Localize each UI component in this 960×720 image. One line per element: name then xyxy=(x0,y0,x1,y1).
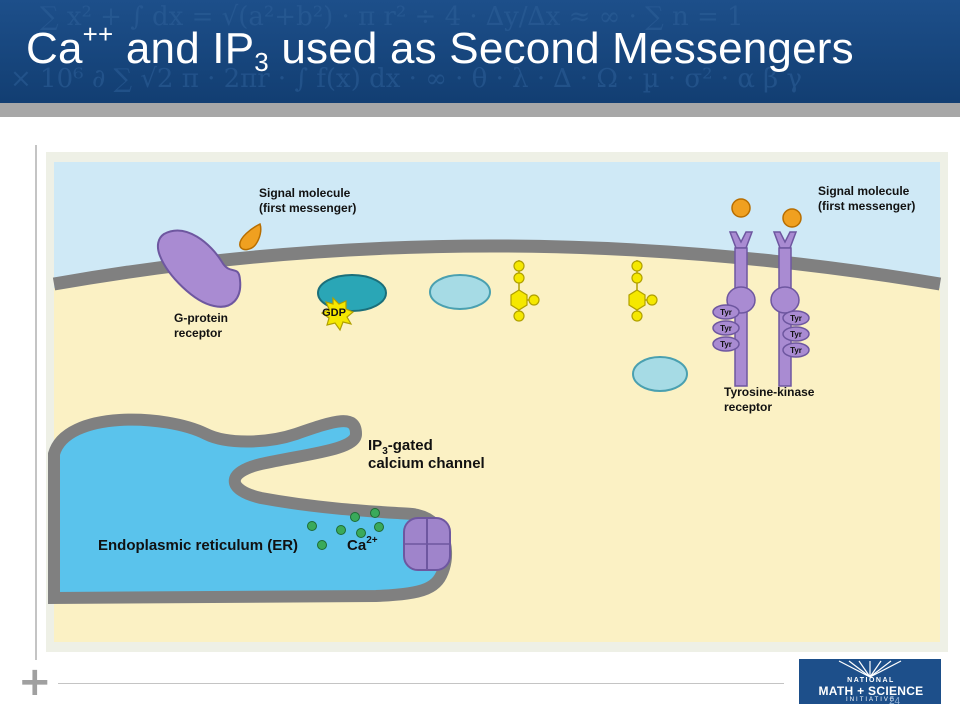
plus-icon: + xyxy=(18,659,52,705)
gdp-label: GDP xyxy=(322,307,346,319)
sunburst-icon xyxy=(838,660,902,678)
pip2-molecule xyxy=(510,260,540,322)
ip3-gated-calcium-channel xyxy=(403,517,451,571)
logo-line-national: NATIONAL xyxy=(847,677,895,684)
tyrosine-kinase-sublabel: receptor xyxy=(724,400,772,414)
tyrosine-kinase-receptor-left xyxy=(712,231,756,387)
background-equations: × 10⁶ ∂ ∑ √2 π · 2πr · ∫ f(x) dx · ∞ · θ… xyxy=(10,64,802,94)
signal-transduction-diagram: GDP Tyr Tyr Tyr Tyr xyxy=(46,152,948,652)
signal-molecule-right-label: Signal molecule xyxy=(818,184,910,198)
background-equations: ∑ x² + ∫ dx = √(a²+b²) · π r² ÷ 4 · ∆y/∆… xyxy=(40,2,744,32)
gdp-starburst xyxy=(320,296,355,332)
signal-molecule-right xyxy=(731,198,751,218)
slide-title: Ca++ and IP3 used as Second Messengers xyxy=(26,19,854,77)
er-label: Endoplasmic reticulum (ER) xyxy=(98,537,298,554)
calcium-ion-label: Ca2+ xyxy=(347,535,378,554)
tyr-label: Tyr xyxy=(720,324,732,333)
calcium-ions xyxy=(307,508,384,550)
effector-enzyme xyxy=(429,274,491,310)
pip2-molecule xyxy=(628,260,658,322)
logo-line-initiative: INITIATIVE xyxy=(846,697,896,703)
tyr-label: Tyr xyxy=(790,346,802,355)
tyrosine-kinase-label: Tyrosine-kinase xyxy=(724,385,815,399)
signal-molecule-left xyxy=(239,222,262,251)
ip3-gated-label: IP3-gated xyxy=(368,437,433,457)
signal-molecule-left-label: Signal molecule xyxy=(259,186,351,200)
signal-molecule-right xyxy=(782,208,802,228)
tyr-label: Tyr xyxy=(720,308,732,317)
g-protein-receptor xyxy=(156,229,242,308)
g-protein-receptor-sublabel: receptor xyxy=(174,326,222,340)
g-protein-receptor-label: G-protein xyxy=(174,311,228,325)
signal-molecule-right-sublabel: (first messenger) xyxy=(818,199,915,213)
tyr-label: Tyr xyxy=(790,330,802,339)
title-bar: ∑ x² + ∫ dx = √(a²+b²) · π r² ÷ 4 · ∆y/∆… xyxy=(0,0,960,103)
tyrosine-kinase-receptor-right xyxy=(770,231,810,387)
logo-line-math-science: MATH + SCIENCE xyxy=(818,684,924,698)
horizontal-rule xyxy=(58,683,784,684)
signal-molecule-left-sublabel: (first messenger) xyxy=(259,201,356,215)
tyr-label: Tyr xyxy=(790,314,802,323)
title-divider-band xyxy=(0,103,960,117)
vertical-rule xyxy=(35,145,37,660)
effector-enzyme-cytoplasm xyxy=(632,356,688,392)
page-number: 24 xyxy=(889,696,901,707)
calcium-channel-label: calcium channel xyxy=(368,455,485,472)
tyr-label: Tyr xyxy=(720,340,732,349)
nmsi-logo: NATIONAL MATH + SCIENCE INITIATIVE xyxy=(798,658,942,705)
